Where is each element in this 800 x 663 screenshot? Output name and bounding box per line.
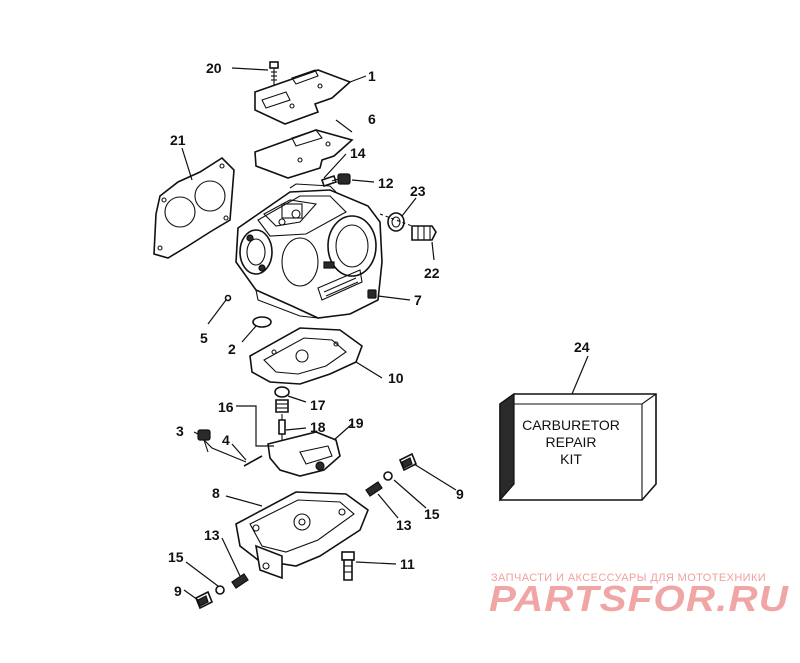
callout-labels: 20 1 21 6 14 12 23 22 7 5 2 10 16 17 3 1… [168, 60, 590, 599]
callout-9-right: 9 [456, 486, 464, 502]
part-20-screw [269, 61, 279, 86]
callout-22: 22 [424, 265, 440, 281]
part-13-jet-left [231, 573, 249, 589]
part-10-gasket [249, 327, 363, 385]
callout-24: 24 [574, 339, 590, 355]
callout-7: 7 [414, 292, 422, 308]
part-9-plug-right [398, 452, 418, 472]
part-2-o-ring [252, 316, 272, 328]
part-7-jet [367, 289, 377, 299]
part-11-screw [341, 551, 355, 581]
carburetor-body [235, 183, 383, 319]
callout-5: 5 [200, 330, 208, 346]
callout-11: 11 [400, 556, 415, 572]
callout-23: 23 [410, 183, 426, 199]
callout-16: 16 [218, 399, 234, 415]
part-17-needle-seat [274, 386, 290, 413]
callout-3: 3 [176, 423, 184, 439]
kit-label-line3: KIT [560, 451, 582, 467]
part-3-screw [197, 429, 211, 453]
part-24-repair-kit-box: CARBURETOR REPAIR KIT [499, 392, 657, 502]
part-15-washer-left [215, 585, 225, 595]
callout-19: 19 [348, 415, 364, 431]
watermark-caption: ЗАПЧАСТИ И АКСЕССУАРЫ ДЛЯ МОТОТЕХНИКИ [491, 572, 766, 584]
part-9-plug-left [194, 590, 214, 610]
callout-20: 20 [206, 60, 222, 76]
part-21-flange-gasket [153, 156, 235, 259]
part-22-plug [379, 213, 437, 241]
callout-8: 8 [212, 485, 220, 501]
callout-15-right: 15 [424, 506, 440, 522]
part-14-fitting [320, 174, 338, 188]
part-23-washer [387, 212, 405, 232]
callout-13-left: 13 [204, 527, 220, 543]
part-12-screw [331, 173, 351, 185]
callout-10: 10 [388, 370, 404, 386]
watermark: ЗАПЧАСТИ И АКСЕССУАРЫ ДЛЯ МОТОТЕХНИКИ PA… [489, 572, 789, 619]
part-19-float [267, 431, 341, 477]
callout-21: 21 [170, 132, 186, 148]
callout-12: 12 [378, 175, 394, 191]
part-6-gasket [254, 129, 354, 179]
callout-15-left: 15 [168, 549, 184, 565]
callout-17: 17 [310, 397, 326, 413]
part-5-ball [224, 294, 232, 302]
callout-18: 18 [310, 419, 326, 435]
part-8-float-bowl [235, 491, 369, 580]
kit-label-line2: REPAIR [545, 434, 596, 450]
callout-6-top: 6 [368, 111, 376, 127]
callout-2: 2 [228, 341, 236, 357]
watermark-logo: PARTSFOR.RU [489, 578, 789, 619]
part-18-needle [278, 414, 286, 440]
leader-lines [181, 67, 589, 601]
part-1-cover-plate [254, 69, 352, 125]
callout-4: 4 [222, 432, 230, 448]
callout-1: 1 [368, 68, 376, 84]
part-4-pin [243, 455, 263, 467]
callout-9-left: 9 [174, 583, 182, 599]
part-15-washer-right [383, 471, 393, 481]
callout-13-right: 13 [396, 517, 412, 533]
kit-label-line1: CARBURETOR [522, 417, 620, 433]
callout-14: 14 [350, 145, 366, 161]
part-13-jet-right [365, 481, 383, 497]
